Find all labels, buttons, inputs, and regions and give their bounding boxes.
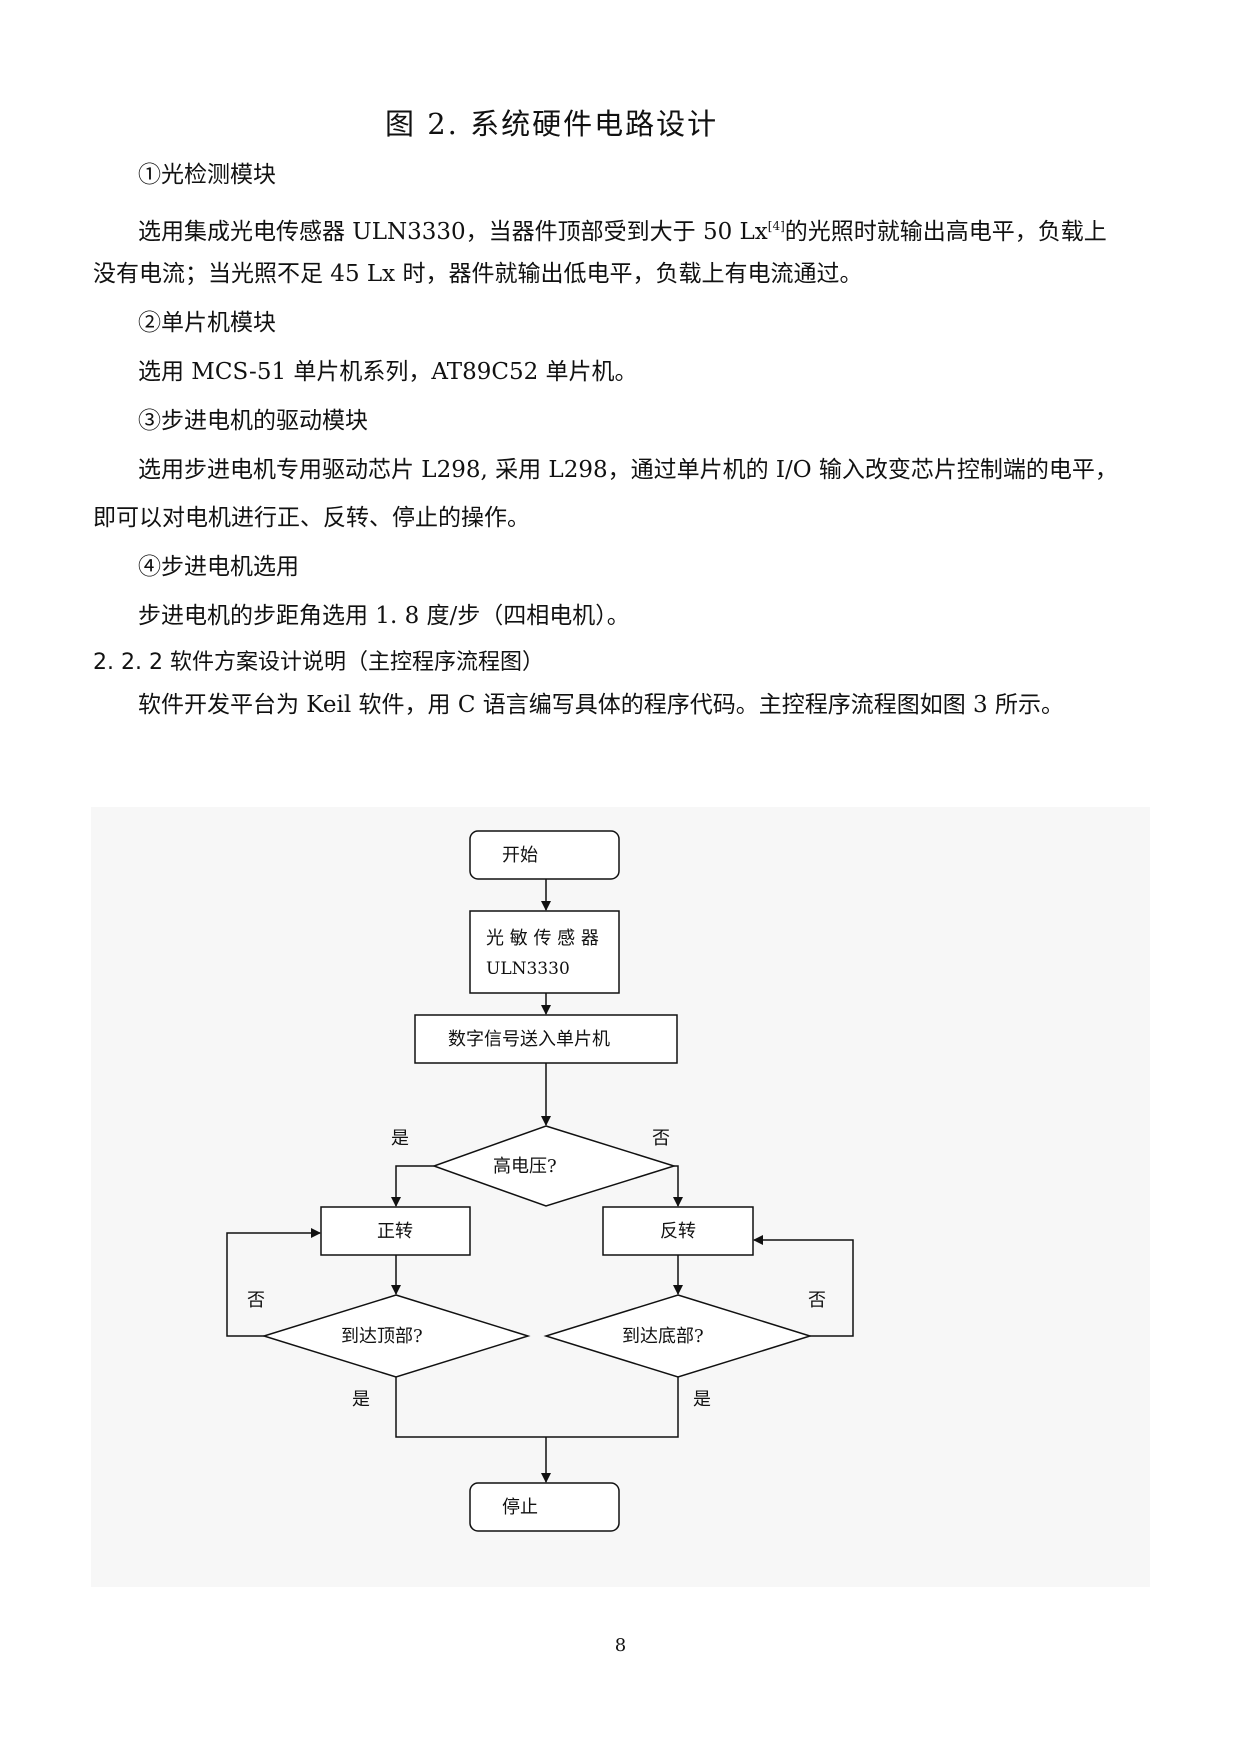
section-paragraph: 软件开发平台为 Keil 软件，用 C 语言编写具体的程序代码。主控程序流程图如… <box>138 692 1064 718</box>
sensor-label-line2: ULN3330 <box>486 959 570 979</box>
stop-label: 停止 <box>502 1497 538 1518</box>
stop-node <box>469 1482 620 1532</box>
start-node <box>469 830 620 880</box>
module-1-paragraph-line-2: 没有电流；当光照不足 45 Lx 时，器件就输出低电平，负载上有电流通过。 <box>93 261 863 287</box>
start-label: 开始 <box>502 845 538 866</box>
figure-2-caption: 图 2. 系统硬件电路设计 <box>385 107 719 141</box>
module-2-title: ②单片机模块 <box>138 310 276 336</box>
arrow-decision-yes <box>391 1165 434 1207</box>
module-1-text-before-ref: 选用集成光电传感器 ULN3330，当器件顶部受到大于 50 Lx <box>138 219 768 245</box>
send-node <box>414 1014 678 1064</box>
decision-bottom-label: 到达底部? <box>622 1326 704 1347</box>
sensor-label-line1: 光 敏 传 感 器 <box>486 928 599 949</box>
module-3-paragraph-line-1: 选用步进电机专用驱动芯片 L298, 采用 L298，通过单片机的 I/O 输入… <box>138 457 1118 483</box>
forward-label: 正转 <box>377 1221 413 1242</box>
decision-voltage-node <box>431 1125 677 1207</box>
page-number: 8 <box>614 1635 627 1656</box>
module-3-paragraph-line-2: 即可以对电机进行正、反转、停止的操作。 <box>93 505 530 531</box>
module-1-title: ①光检测模块 <box>138 162 276 188</box>
send-label: 数字信号送入单片机 <box>448 1029 610 1050</box>
arrow-bottom-no-loop <box>753 1235 854 1337</box>
citation-ref: [4] <box>767 219 785 233</box>
decision-yes-label: 是 <box>391 1128 409 1149</box>
sensor-node <box>469 910 620 994</box>
decision-no-label: 否 <box>652 1128 670 1149</box>
module-4-paragraph: 步进电机的步距角选用 1. 8 度/步（四相电机）。 <box>138 603 630 629</box>
decision-top-label: 到达顶部? <box>341 1326 423 1347</box>
flowchart-figure: 开始 光 敏 传 感 器 ULN3330 数字信号送入单片机 高电压? 是 否 … <box>91 807 1150 1587</box>
reverse-node <box>602 1206 754 1256</box>
top-no-label: 否 <box>247 1290 265 1311</box>
module-3-title: ③步进电机的驱动模块 <box>138 408 368 434</box>
module-1-text-after-ref: 的光照时就输出高电平，负载上 <box>784 219 1107 245</box>
module-2-paragraph: 选用 MCS-51 单片机系列，AT89C52 单片机。 <box>138 359 638 385</box>
connector-top-yes <box>395 1377 679 1438</box>
module-1-paragraph-line-1: 选用集成光电传感器 ULN3330，当器件顶部受到大于 50 Lx[4]的光照时… <box>138 211 1107 247</box>
bottom-yes-label: 是 <box>693 1389 711 1410</box>
section-heading: 2. 2. 2 软件方案设计说明（主控程序流程图） <box>93 650 544 675</box>
decision-voltage-label: 高电压? <box>493 1156 557 1177</box>
bottom-no-label: 否 <box>808 1290 826 1311</box>
flowchart-svg: 开始 光 敏 传 感 器 ULN3330 数字信号送入单片机 高电压? 是 否 … <box>226 830 854 1532</box>
module-4-title: ④步进电机选用 <box>138 554 299 580</box>
top-yes-label: 是 <box>352 1389 370 1410</box>
reverse-label: 反转 <box>660 1221 696 1242</box>
arrow-top-no-loop <box>226 1228 321 1337</box>
arrow-decision-no <box>673 1165 683 1207</box>
